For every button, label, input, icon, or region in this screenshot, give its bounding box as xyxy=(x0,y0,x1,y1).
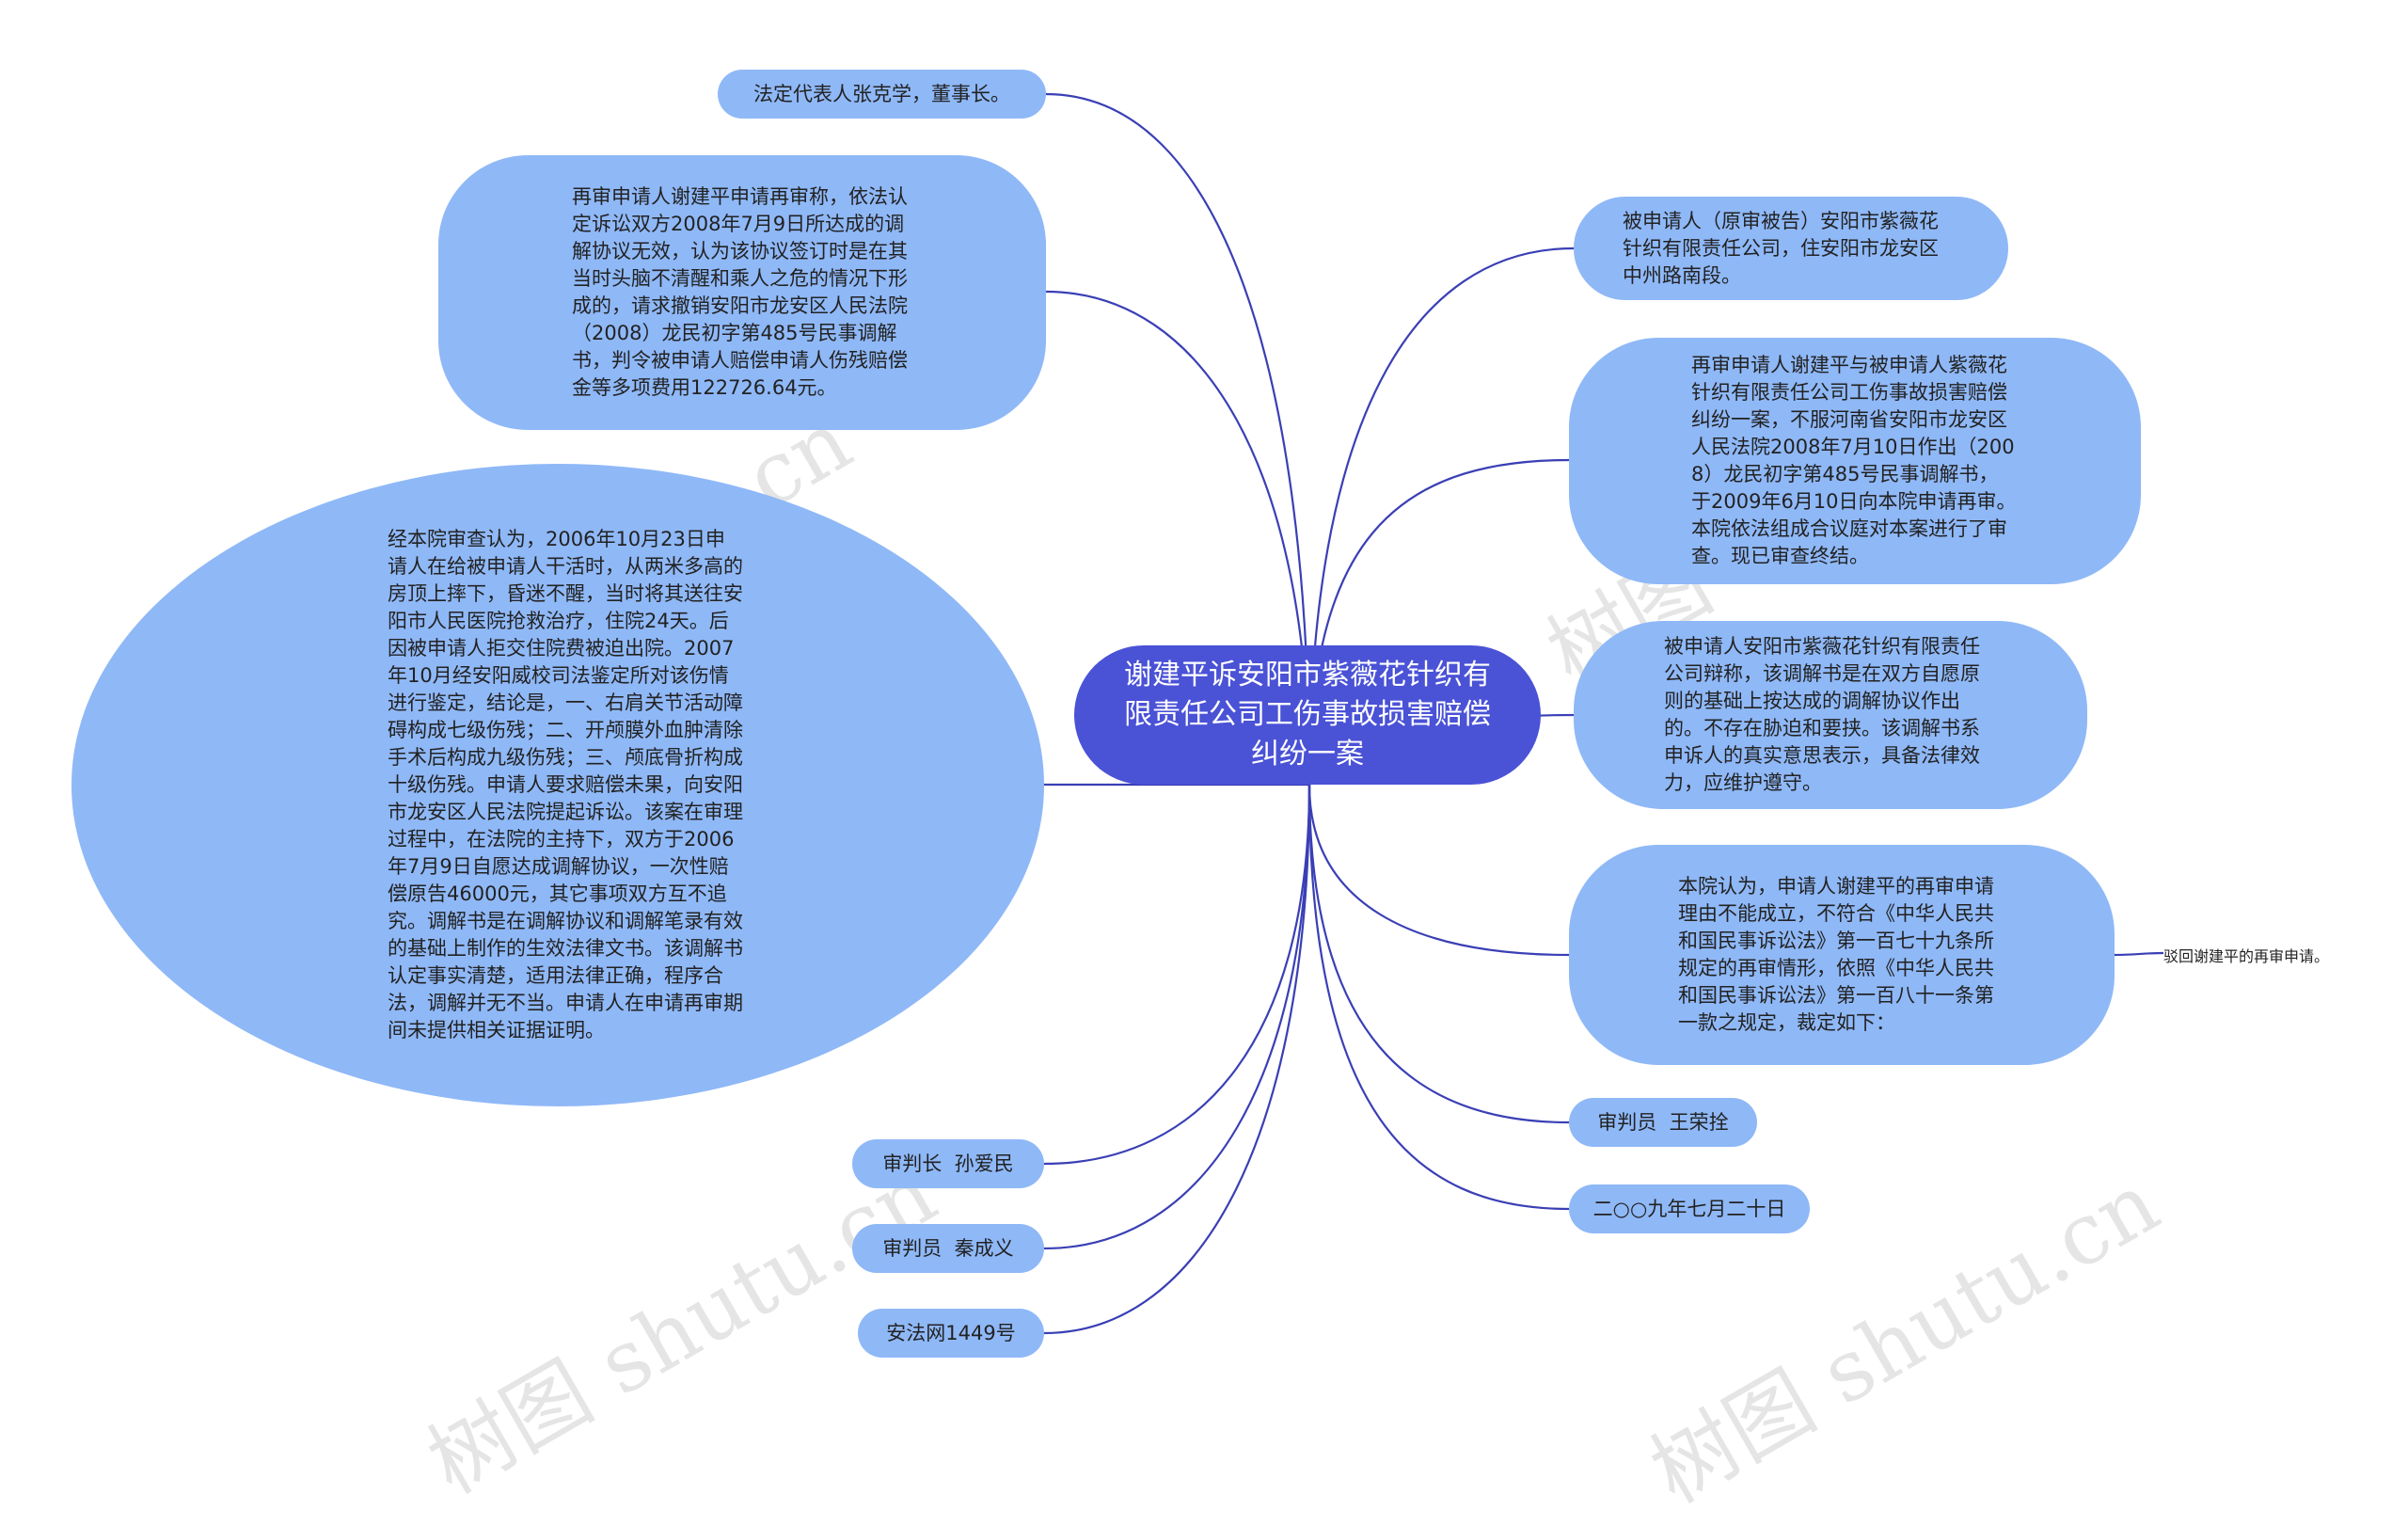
node-respondent-defense[interactable]: 被申请人安阳市紫薇花针织有限责任公司辩称，该调解书是在双方自愿原则的基础上按达成… xyxy=(1574,621,2087,809)
node-court-findings[interactable]: 经本院审查认为，2006年10月23日申请人在给被申请人干活时，从两米多高的房顶… xyxy=(71,464,1044,1106)
connector-respondent xyxy=(1307,246,1575,786)
connector-date xyxy=(1307,784,1570,1211)
node-petition[interactable]: 再审申请人谢建平申请再审称，依法认定诉讼双方2008年7月9日所达成的调解协议无… xyxy=(438,155,1046,430)
connector-ruling xyxy=(1307,784,1570,957)
node-label: 二○○九年七月二十日 xyxy=(1592,1197,1786,1220)
node-label: 经本院审查认为，2006年10月23日申请人在给被申请人干活时，从两米多高的房顶… xyxy=(388,528,743,1041)
central-topic[interactable]: 谢建平诉安阳市紫薇花针织有限责任公司工伤事故损害赔偿纠纷一案 xyxy=(1074,645,1541,785)
node-judge-qin[interactable]: 审判员 秦成义 xyxy=(852,1224,1044,1273)
node-case-introduction[interactable]: 再审申请人谢建平与被申请人紫薇花针织有限责任公司工伤事故损害赔偿纠纷一案，不服河… xyxy=(1569,338,2141,584)
node-label: 被申请人安阳市紫薇花针织有限责任公司辩称，该调解书是在双方自愿原则的基础上按达成… xyxy=(1664,635,1980,794)
connector-legal-rep xyxy=(1045,92,1311,786)
node-label: 本院认为，申请人谢建平的再审申请理由不能成立，不符合《中华人民共和国民事诉讼法》… xyxy=(1678,875,1994,1034)
connector-chief-judge xyxy=(1043,784,1311,1166)
node-label: 再审申请人谢建平与被申请人紫薇花针织有限责任公司工伤事故损害赔偿纠纷一案，不服河… xyxy=(1691,354,2017,567)
connector-judge-wang xyxy=(1307,784,1570,1124)
node-ruling-result[interactable]: 驳回谢建平的再审申请。 xyxy=(2163,947,2330,965)
node-label: 法定代表人张克学，董事长。 xyxy=(753,82,1010,105)
node-court-ruling[interactable]: 本院认为，申请人谢建平的再审申请理由不能成立，不符合《中华人民共和国民事诉讼法》… xyxy=(1569,845,2115,1065)
node-label: 审判长 孙爱民 xyxy=(882,1152,1014,1175)
node-label: 审判员 王荣拴 xyxy=(1597,1110,1729,1134)
node-date[interactable]: 二○○九年七月二十日 xyxy=(1569,1184,1810,1233)
node-label: 审判员 秦成义 xyxy=(882,1236,1014,1260)
central-topic-label: 谢建平诉安阳市紫薇花针织有限责任公司工伤事故损害赔偿纠纷一案 xyxy=(1124,659,1491,771)
node-judge-wang[interactable]: 审判员 王荣拴 xyxy=(1569,1098,1757,1147)
connector-case-no xyxy=(1043,784,1311,1335)
node-label: 被申请人（原审被告）安阳市紫薇花针织有限责任公司，住安阳市龙安区中州路南段。 xyxy=(1623,209,1939,287)
node-legal-representative[interactable]: 法定代表人张克学，董事长。 xyxy=(718,70,1046,119)
node-label: 再审申请人谢建平申请再审称，依法认定诉讼双方2008年7月9日所达成的调解协议无… xyxy=(572,185,908,399)
node-chief-judge[interactable]: 审判长 孙爱民 xyxy=(852,1139,1044,1188)
node-respondent[interactable]: 被申请人（原审被告）安阳市紫薇花针织有限责任公司，住安阳市龙安区中州路南段。 xyxy=(1574,197,2008,300)
connector-judge-qin xyxy=(1043,784,1311,1250)
connector-ruling-result xyxy=(2114,951,2164,957)
node-label: 安法网1449号 xyxy=(886,1321,1016,1344)
node-case-number[interactable]: 安法网1449号 xyxy=(858,1309,1044,1358)
